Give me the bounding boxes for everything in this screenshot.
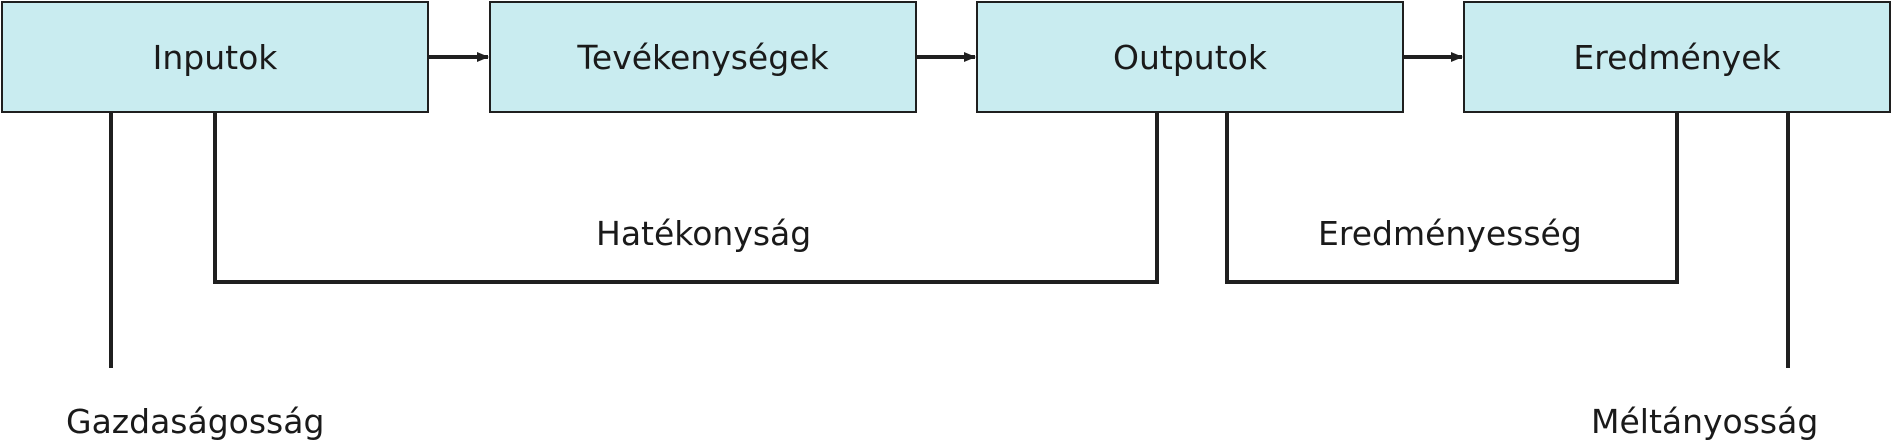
efficiency-bracket bbox=[213, 113, 1159, 284]
economy-label: Gazdaságosság bbox=[66, 402, 325, 441]
effectiveness-bracket bbox=[1225, 113, 1679, 284]
box-inputs: Inputok bbox=[1, 1, 429, 113]
box-activities-label: Tevékenységek bbox=[577, 37, 829, 77]
box-outputs-label: Outputok bbox=[1113, 37, 1267, 77]
box-inputs-label: Inputok bbox=[152, 37, 278, 77]
effectiveness-label: Eredményesség bbox=[1318, 214, 1582, 253]
box-activities: Tevékenységek bbox=[489, 1, 917, 113]
equity-label: Méltányosság bbox=[1591, 402, 1819, 441]
box-outputs: Outputok bbox=[976, 1, 1404, 113]
efficiency-label: Hatékonyság bbox=[596, 214, 812, 253]
box-outcomes: Eredmények bbox=[1463, 1, 1891, 113]
box-outcomes-label: Eredmények bbox=[1573, 37, 1781, 77]
